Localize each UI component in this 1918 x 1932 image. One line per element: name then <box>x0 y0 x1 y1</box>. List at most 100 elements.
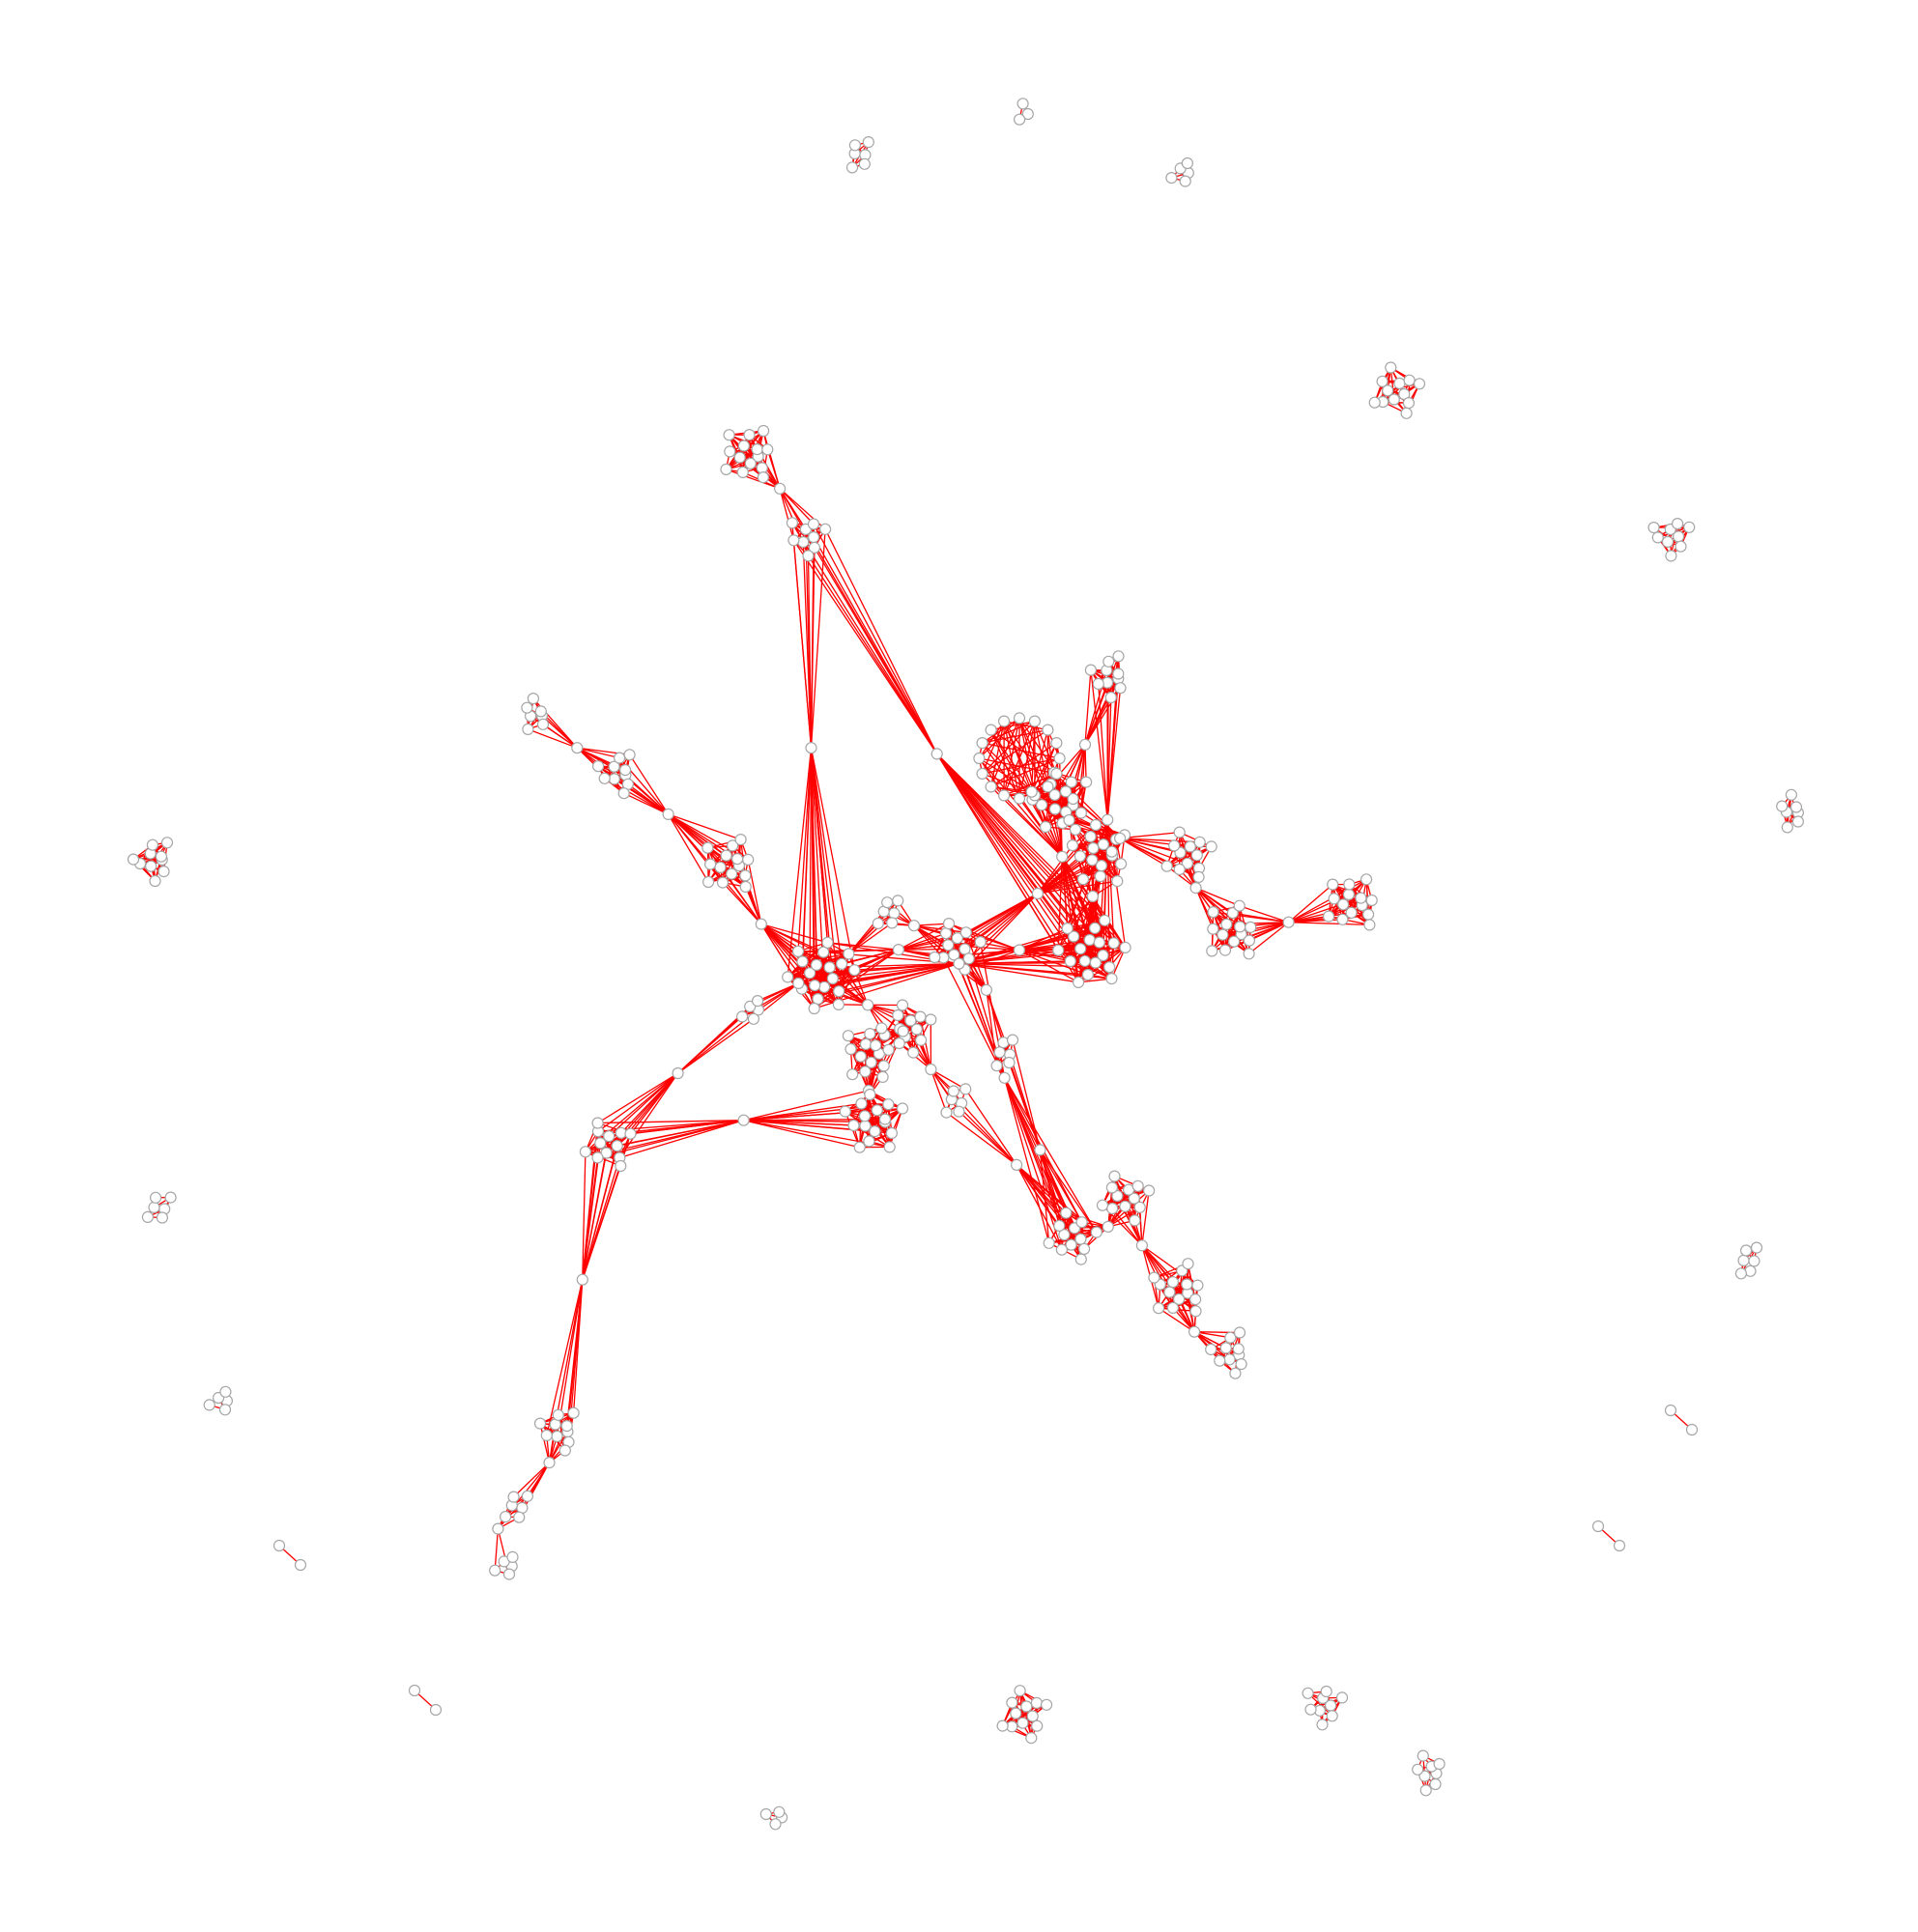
graph-node <box>1685 1423 1699 1436</box>
graph-edge <box>1018 947 1126 952</box>
graph-edge <box>743 1090 870 1122</box>
graph-edge <box>668 813 711 866</box>
graph-node <box>737 1114 750 1126</box>
graph-node <box>1107 937 1120 950</box>
graph-node <box>807 518 820 530</box>
graph-edge <box>555 1279 584 1425</box>
graph-node <box>543 1456 556 1469</box>
graph-edge <box>760 923 817 966</box>
graph-node <box>492 1522 504 1535</box>
graph-node <box>896 999 909 1011</box>
graph-node <box>976 767 988 781</box>
graph-node <box>1135 1239 1149 1252</box>
graph-node <box>1205 840 1217 853</box>
graph-node <box>527 692 540 705</box>
graph-node <box>1097 949 1109 962</box>
graph-node <box>974 935 987 949</box>
graph-node <box>1343 878 1356 891</box>
graph-node <box>1020 1700 1033 1713</box>
graph-node <box>1010 1158 1023 1172</box>
graph-edge <box>1288 919 1343 923</box>
graph-node <box>1233 1326 1246 1339</box>
graph-edge <box>709 864 762 925</box>
graph-node <box>1086 890 1100 903</box>
graph-node <box>743 429 756 441</box>
graph-node <box>859 1037 873 1051</box>
graph-edge <box>981 721 1005 775</box>
graph-edge <box>1120 838 1200 843</box>
graph-node <box>662 808 674 821</box>
graph-edge <box>1018 718 1063 857</box>
graph-edge <box>960 1102 1017 1166</box>
graph-edge <box>739 430 764 459</box>
graph-node <box>885 1126 899 1140</box>
graph-node <box>744 457 757 469</box>
graph-node <box>1207 923 1219 935</box>
graph-node <box>1016 98 1029 110</box>
graph-node <box>714 861 727 874</box>
graph-node <box>716 876 730 889</box>
graph-node <box>1074 1253 1087 1265</box>
graph-node <box>914 1034 928 1046</box>
graph-node <box>1084 664 1098 676</box>
graph-edge <box>629 753 670 815</box>
graph-edge <box>990 720 1036 731</box>
graph-edge <box>747 859 762 924</box>
graph-node <box>1181 1278 1193 1291</box>
graph-edge <box>1031 729 1049 792</box>
graph-node <box>608 760 620 773</box>
graph-node <box>1078 954 1091 967</box>
graph-node <box>1184 840 1196 853</box>
graph-edge <box>1158 1307 1195 1333</box>
graph-node <box>1647 521 1660 534</box>
graph-edge <box>824 528 938 754</box>
graph-node <box>910 1023 923 1036</box>
graph-node <box>1088 922 1102 934</box>
graph-node <box>502 1568 516 1580</box>
graph-node <box>871 1104 883 1117</box>
graph-edge <box>942 957 1006 1079</box>
graph-node <box>962 952 975 965</box>
graph-node <box>1382 384 1394 397</box>
graph-edge <box>1111 1208 1143 1246</box>
graph-node <box>1063 813 1075 827</box>
graph-node <box>489 1564 501 1577</box>
graph-node <box>726 839 739 852</box>
graph-edge <box>1003 1077 1050 1243</box>
graph-edge <box>539 1423 551 1463</box>
graph-edge <box>982 717 1020 744</box>
graph-node <box>429 1703 443 1717</box>
graph-node <box>1087 841 1100 855</box>
graph-node <box>1320 1685 1332 1698</box>
graph-edge <box>898 949 935 958</box>
graph-node <box>1165 172 1178 185</box>
graph-node <box>757 471 770 484</box>
graph-node <box>164 1191 177 1204</box>
graph-node <box>878 1113 892 1125</box>
graph-edge <box>982 742 1033 793</box>
graph-node <box>997 715 1011 727</box>
graph-edge <box>743 1120 854 1126</box>
graph-node <box>1083 933 1096 947</box>
graph-node <box>218 1404 232 1416</box>
graph-edge <box>608 1072 679 1137</box>
graph-node <box>1048 788 1061 802</box>
graph-edge <box>1193 1331 1231 1339</box>
graph-node <box>882 1043 895 1056</box>
graph-node <box>1129 1214 1141 1227</box>
graph-node <box>1053 1219 1066 1233</box>
graph-node <box>1429 1777 1442 1791</box>
graph-node <box>536 718 550 730</box>
graph-node <box>929 951 941 964</box>
graph-node <box>272 1539 286 1552</box>
graph-edge <box>618 1072 679 1158</box>
graph-node <box>735 1010 749 1023</box>
graph-node <box>1235 1357 1247 1371</box>
graph-edge <box>1089 895 1094 941</box>
graph-edge <box>1141 1244 1188 1294</box>
graph-node <box>808 541 821 554</box>
graph-edge <box>597 1072 679 1158</box>
graph-node <box>925 1063 937 1076</box>
graph-edge <box>810 748 817 965</box>
graph-edge <box>619 1120 744 1159</box>
